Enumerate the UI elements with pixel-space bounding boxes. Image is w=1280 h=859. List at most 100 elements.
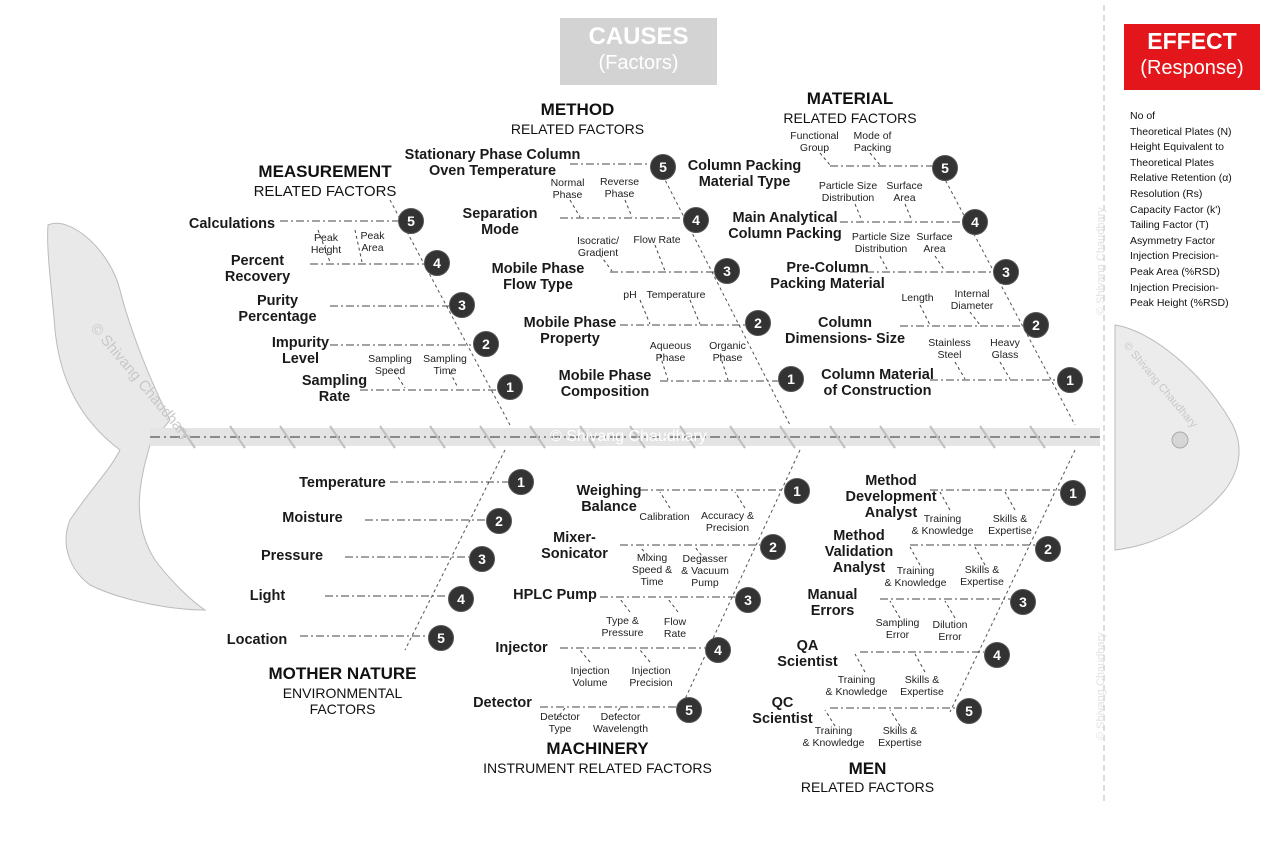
- method-cause: Stationary Phase Column Oven Temperature: [404, 147, 581, 179]
- causes-subtitle: (Factors): [598, 52, 679, 74]
- measurement-cause: Percent Recovery: [224, 253, 291, 285]
- effect-item: Peak Area (%RSD): [1130, 265, 1220, 278]
- machinery-cause: Detector: [473, 695, 532, 711]
- measurement-sub: Sampling Time: [423, 353, 467, 377]
- machinery-sub: Injection Precision: [629, 665, 673, 689]
- method-sub: Flow Rate: [633, 234, 681, 246]
- method-cause: Mobile Phase Flow Type: [491, 261, 585, 293]
- effect-item: Theoretical Plates: [1130, 156, 1215, 169]
- material-cause: Pre-Column Packing Material: [770, 260, 885, 292]
- machinery-cause: Weighing Balance: [576, 483, 642, 515]
- effect-item: Injection Precision-: [1130, 281, 1219, 294]
- method-sub: Aqueous Phase: [649, 340, 692, 364]
- material-title: MATERIAL: [806, 89, 894, 108]
- machinery-sub: Injection Volume: [570, 665, 610, 689]
- effect-item: Resolution (Rs): [1130, 187, 1203, 200]
- machinery-cause: Mixer- Sonicator: [541, 530, 608, 562]
- badge-measurement-5: 5: [398, 208, 424, 234]
- material-sub: Heavy Glass: [990, 337, 1020, 361]
- badge-machinery-1: 1: [784, 478, 810, 504]
- mother-nature-cause: Pressure: [260, 548, 324, 564]
- measurement-sub: Peak Height: [310, 232, 342, 256]
- mother-nature-cause: Moisture: [282, 510, 343, 526]
- effect-item: Relative Retention (α): [1130, 172, 1232, 185]
- material-sub: Stainless Steel: [928, 337, 971, 361]
- badge-material-5: 5: [932, 155, 958, 181]
- badge-men-2: 2: [1035, 536, 1061, 562]
- badge-method-1: 1: [778, 366, 804, 392]
- material-sub: Particle Size Distribution: [851, 231, 911, 255]
- effect-item: Peak Height (%RSD): [1130, 297, 1229, 310]
- machinery-sub: Calibration: [639, 511, 690, 523]
- material-sub: Particle Size Distribution: [818, 180, 878, 204]
- measurement-cause: Impurity Level: [271, 335, 330, 367]
- method-sub: Reverse Phase: [599, 176, 640, 200]
- machinery-cause: HPLC Pump: [513, 587, 597, 603]
- men-sub: Training & Knowledge: [884, 565, 947, 589]
- machinery-cause: Injector: [495, 640, 548, 656]
- men-cause: Method Development Analyst: [845, 473, 937, 521]
- material-cause: Column Material of Construction: [821, 367, 934, 399]
- badge-men-3: 3: [1010, 589, 1036, 615]
- material-cause: Column Dimensions- Size: [784, 315, 906, 347]
- men-sub: Skills & Expertise: [878, 725, 922, 749]
- machinery-sub: Detector Type: [540, 711, 580, 735]
- men-sub: Sampling Error: [875, 617, 920, 641]
- watermark-vertical-2: © Shivang Chaudhary: [1095, 632, 1107, 740]
- men-sub: Training & Knowledge: [825, 674, 888, 698]
- machinery-sub: Flow Rate: [663, 616, 687, 640]
- mother-nature-cause: Temperature: [299, 475, 386, 491]
- mother-nature-subtitle: ENVIRONMENTAL FACTORS: [282, 685, 403, 717]
- badge-measurement-1: 1: [497, 374, 523, 400]
- badge-material-4: 4: [962, 209, 988, 235]
- effect-item: Tailing Factor (T): [1130, 219, 1209, 232]
- machinery-subtitle: INSTRUMENT RELATED FACTORS: [483, 760, 712, 776]
- men-sub: Dilution Error: [932, 619, 968, 643]
- watermark-vertical-1: © Shivang Chaudhary: [1095, 207, 1107, 315]
- effect-item: No of: [1130, 110, 1156, 122]
- watermark-center: © Shivang Chaudhary: [550, 428, 707, 445]
- effect-subtitle: (Response): [1140, 57, 1244, 79]
- material-sub: Surface Area: [886, 180, 923, 204]
- men-cause: Manual Errors: [807, 587, 858, 619]
- effect-header: EFFECT (Response): [1124, 24, 1260, 90]
- effect-response-list: No of Theoretical Plates (N) Height Equi…: [1130, 109, 1270, 312]
- method-sub: Normal Phase: [550, 177, 585, 201]
- men-cause: QA Scientist: [777, 638, 838, 670]
- measurement-cause: Purity Percentage: [238, 293, 317, 325]
- machinery-sub: Accuracy & Precision: [700, 510, 755, 534]
- badge-method-2: 2: [745, 310, 771, 336]
- badge-measurement-2: 2: [473, 331, 499, 357]
- mother-nature-title: MOTHER NATURE: [268, 664, 417, 683]
- method-cause: Mobile Phase Property: [523, 315, 617, 347]
- causes-header: CAUSES (Factors): [560, 18, 717, 85]
- material-sub: Mode of Packing: [853, 130, 892, 154]
- material-sub: Functional Group: [790, 130, 839, 154]
- men-sub: Skills & Expertise: [900, 674, 944, 698]
- method-title: METHOD: [540, 100, 615, 119]
- material-sub: Surface Area: [916, 231, 953, 255]
- effect-title: EFFECT: [1147, 28, 1237, 54]
- method-sub: Isocratic/ Gradient: [576, 235, 619, 259]
- men-title: MEN: [848, 759, 887, 778]
- method-subtitle: RELATED FACTORS: [510, 121, 645, 137]
- badge-measurement-3: 3: [449, 292, 475, 318]
- measurement-sub: Peak Area: [360, 230, 385, 254]
- machinery-sub: Degasser & Vacuum Pump: [681, 553, 729, 589]
- machinery-sub: Type & Pressure: [601, 615, 644, 639]
- badge-nature-2: 2: [486, 508, 512, 534]
- mother-nature-cause: Location: [226, 632, 288, 648]
- badge-material-1: 1: [1057, 367, 1083, 393]
- machinery-sub: Detector Wavelength: [592, 711, 649, 735]
- machinery-sub: Mixing Speed & Time: [631, 552, 673, 588]
- material-subtitle: RELATED FACTORS: [783, 110, 917, 126]
- measurement-cause: Calculations: [188, 216, 276, 232]
- effect-item: Theoretical Plates (N): [1130, 125, 1232, 138]
- material-sub: Internal Diameter: [950, 288, 994, 312]
- effect-item: Height Equivalent to: [1130, 141, 1224, 154]
- method-sub: Organic Phase: [709, 340, 746, 364]
- badge-method-4: 4: [683, 207, 709, 233]
- effect-item: Asymmetry Factor: [1130, 234, 1216, 247]
- men-sub: Skills & Expertise: [960, 564, 1004, 588]
